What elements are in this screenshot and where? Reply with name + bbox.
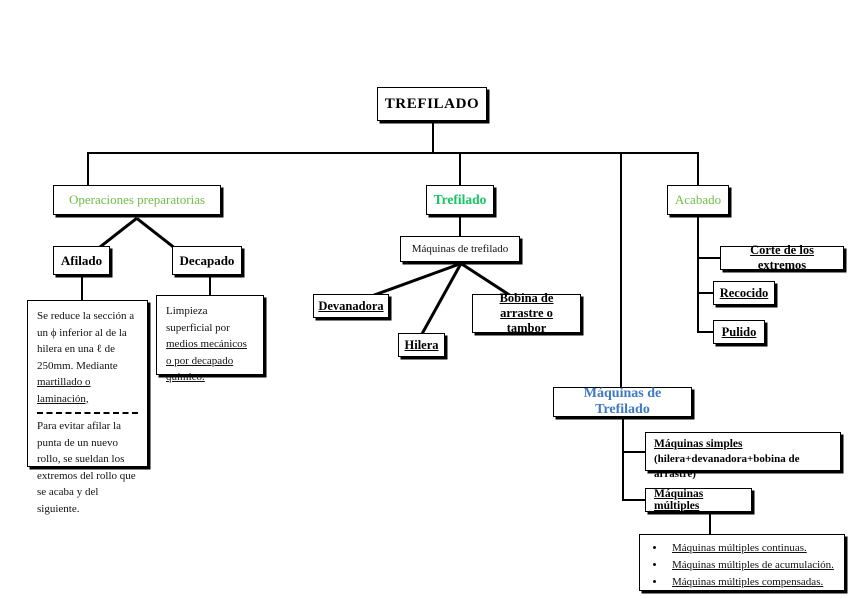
list-item[interactable]: Máquinas múltiples continuas. [666,540,838,557]
node-maquinas-de-trefilado[interactable]: Máquinas de trefilado [400,236,520,262]
afilado-note-part2: Para evitar afilar la punta de un nuevo … [37,420,136,515]
connector-decapado-to-note [209,275,211,295]
node-maquinas-multiples[interactable]: Máquinas múltiples [645,488,752,512]
connector-acabado-to-pulido [697,331,713,333]
node-afilado-label: Afilado [60,252,103,268]
card-maquinas-multiples-list: Máquinas múltiples continuas. Máquinas m… [639,534,845,591]
decapado-note: Limpieza superficial por medios mecánico… [166,305,247,383]
connector-afilado-to-note [81,275,83,300]
node-maquinas-section-label: Máquinas de Trefilado [583,386,662,417]
connector-drop-trefilado [459,152,461,185]
connector-to-simples [622,451,645,453]
node-maquinas-de-trefilado-label: Máquinas de trefilado [411,243,509,255]
node-trefilado-branch[interactable]: Trefilado [426,185,494,215]
list-item[interactable]: Máquinas múltiples de acumulación. [666,557,838,574]
node-hilera-label: Hilera [404,337,439,352]
connector-to-multiples [622,499,645,501]
node-devanadora-label: Devanadora [318,298,384,313]
connector-main-bus [87,152,699,154]
node-bobina-label: Bobina de arrastre o tambor [499,291,554,335]
node-hilera[interactable]: Hilera [398,333,445,357]
node-bobina-de-arrastre[interactable]: Bobina de arrastre o tambor [472,291,581,335]
decapado-note-underlined: medios mecánicos o por decapado químico. [166,338,247,383]
node-maquinas-de-trefilado-section[interactable]: Máquinas de Trefilado [553,386,692,417]
connector-spine-machines [620,152,622,387]
maquinas-simples-label: Máquinas simples [654,438,743,450]
node-pulido[interactable]: Pulido [713,320,765,344]
node-operaciones-preparatorias[interactable]: Operaciones preparatorias [53,185,221,215]
node-maquinas-simples[interactable]: Máquinas simples (hilera+devanadora+bobi… [645,432,841,480]
connector-trefilado-to-machines [459,215,461,236]
node-recocido-label: Recocido [719,285,769,300]
node-afilado[interactable]: Afilado [53,246,110,275]
node-acabado-label: Acabado [674,192,722,207]
node-recocido[interactable]: Recocido [713,281,775,305]
node-decapado-label: Decapado [179,252,235,268]
maquinas-multiples-label: Máquinas múltiples [654,488,704,512]
afilado-note-part1: Se reduce la sección a un ϕ inferior al … [37,310,135,405]
node-trefilado-branch-label: Trefilado [433,192,487,207]
card-afilado-notes: Se reduce la sección a un ϕ inferior al … [27,300,148,515]
connector-acabado-to-recocido [697,292,713,294]
node-root-label: TREFILADO [384,95,480,112]
card-decapado-notes: Limpieza superficial por medios mecánico… [156,295,264,383]
maquinas-simples-text: Máquinas simples (hilera+devanadora+bobi… [654,437,832,482]
connector-acabado-to-corte [697,257,720,259]
node-preparatorias-label: Operaciones preparatorias [68,192,206,207]
list-item[interactable]: Máquinas múltiples compensadas. [666,574,838,591]
connector-acabado-spine [697,215,699,333]
node-root-trefilado[interactable]: TREFILADO [377,87,487,121]
connector-drop-acabado [697,152,699,185]
node-corte-de-los-extremos[interactable]: Corte de los extremos [720,243,844,272]
node-acabado[interactable]: Acabado [667,185,729,215]
node-corte-label: Corte de los extremos [750,243,814,272]
connector-root-stem [432,121,434,153]
maquinas-multiples-list: Máquinas múltiples continuas. Máquinas m… [646,540,838,591]
node-devanadora[interactable]: Devanadora [313,294,389,318]
node-decapado[interactable]: Decapado [172,246,242,275]
connector-drop-preparatorias [87,152,89,185]
maquinas-simples-detail: (hilera+devanadora+bobina de arrastre) [654,453,800,480]
afilado-note-divider [37,412,138,414]
connector-multiples-to-list [709,512,711,534]
connector-machines-section-spine [622,417,624,501]
node-pulido-label: Pulido [721,324,757,339]
afilado-note-underlined: martillado o laminación, [37,376,91,405]
